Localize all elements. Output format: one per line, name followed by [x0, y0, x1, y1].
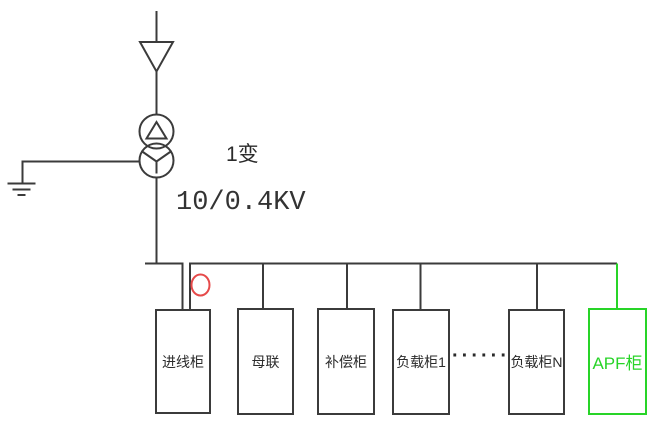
red-marker-circle-icon [190, 273, 211, 297]
cabinet-box-load-n: 负载柜N [508, 309, 565, 415]
wye-winding-icon [140, 150, 173, 174]
cabinet-label: APF柜 [592, 354, 643, 373]
primary-winding-circle [138, 113, 175, 150]
ground-symbol [7, 160, 140, 196]
cabinet-label: 负载柜1 [396, 354, 446, 370]
transformer-symbol [138, 113, 175, 179]
cabinet-label: 母联 [251, 353, 280, 370]
ellipsis-dots: ······ [452, 345, 510, 367]
cabinet-box-incoming: 进线柜 [155, 309, 211, 414]
cabinet-box-apf: APF柜 [588, 308, 647, 415]
cabinet-box-compensation: 补偿柜 [317, 308, 375, 415]
transformer-name-label: 1变 [226, 143, 259, 166]
cabinet-label: 补偿柜 [325, 353, 367, 370]
main-bus-line [189, 262, 617, 309]
cabinet-label: 进线柜 [162, 353, 204, 370]
bus-left-segment [145, 262, 184, 309]
feeder-drop-lines [262, 263, 538, 309]
voltage-ratio-label: 10/0.4KV [176, 188, 306, 218]
supply-arrow-icon [138, 41, 175, 74]
cabinet-label: 负载柜N [510, 354, 563, 370]
cabinet-box-bus-tie: 母联 [237, 308, 294, 415]
cabinet-box-load-1: 负载柜1 [392, 309, 450, 415]
delta-winding-icon [144, 120, 169, 140]
